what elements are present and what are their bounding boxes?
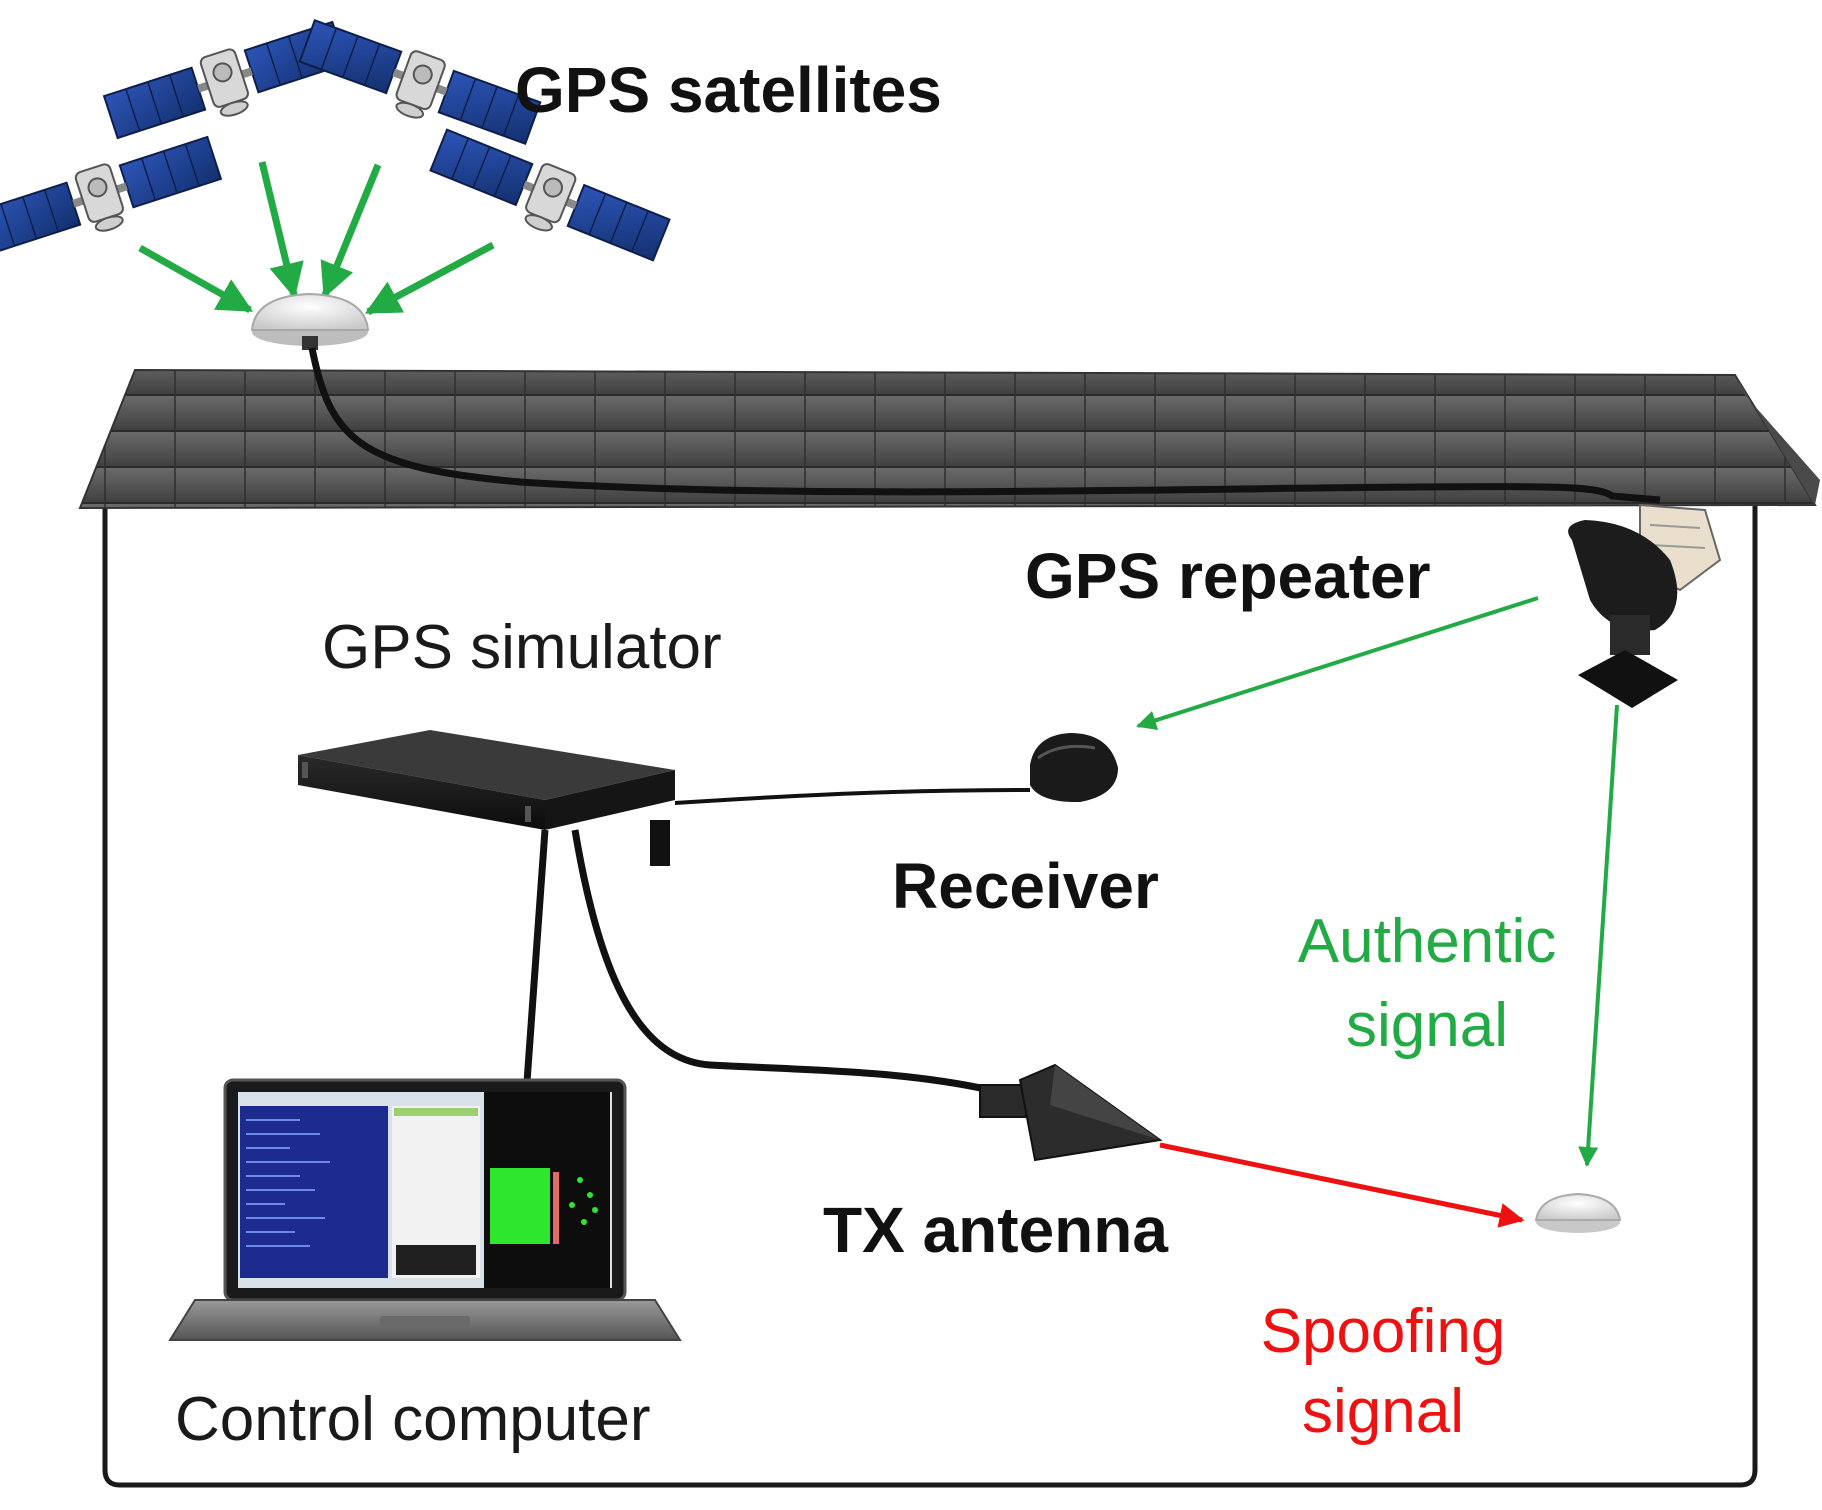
tx-antenna-icon [979, 1063, 1163, 1162]
authentic-signal-arrow [1578, 704, 1619, 1167]
laptop-icon [168, 1078, 682, 1341]
receiver-antenna-icon [1030, 733, 1118, 803]
label-tx-antenna: TX antenna [823, 1194, 1168, 1266]
label-spoofing-line1: Spoofing [1261, 1297, 1506, 1366]
simulator-to-tx-cable [571, 829, 991, 1094]
roof-cable [308, 347, 1661, 504]
label-authentic-line2: signal [1346, 991, 1508, 1060]
label-gps-repeater: GPS repeater [1025, 540, 1431, 612]
label-authentic-line1: Authentic [1298, 907, 1557, 976]
repeater-to-receiver-arrow [1136, 596, 1539, 731]
roof-antenna-icon [250, 292, 370, 350]
house-outline [102, 490, 1758, 1488]
repeater-antenna-icon [1568, 503, 1722, 708]
satellite-icon [293, 13, 544, 158]
target-receiver-icon [1534, 1192, 1622, 1233]
label-receiver: Receiver [892, 850, 1159, 922]
label-spoofing-line2: signal [1302, 1377, 1464, 1446]
label-gps-satellites: GPS satellites [515, 54, 942, 126]
simulator-to-laptop-cable [523, 829, 549, 1083]
label-control-computer: Control computer [175, 1385, 651, 1454]
simulator-to-receiver-cable [674, 788, 1031, 805]
satellite-icon [424, 123, 673, 275]
satellite-signal-arrows [138, 161, 495, 316]
simulator-box-icon [298, 730, 675, 866]
spoofing-signal-arrow [1159, 1142, 1525, 1228]
roof-icon [78, 368, 1820, 510]
satellite-icon [0, 130, 227, 268]
label-gps-simulator: GPS simulator [322, 613, 722, 682]
